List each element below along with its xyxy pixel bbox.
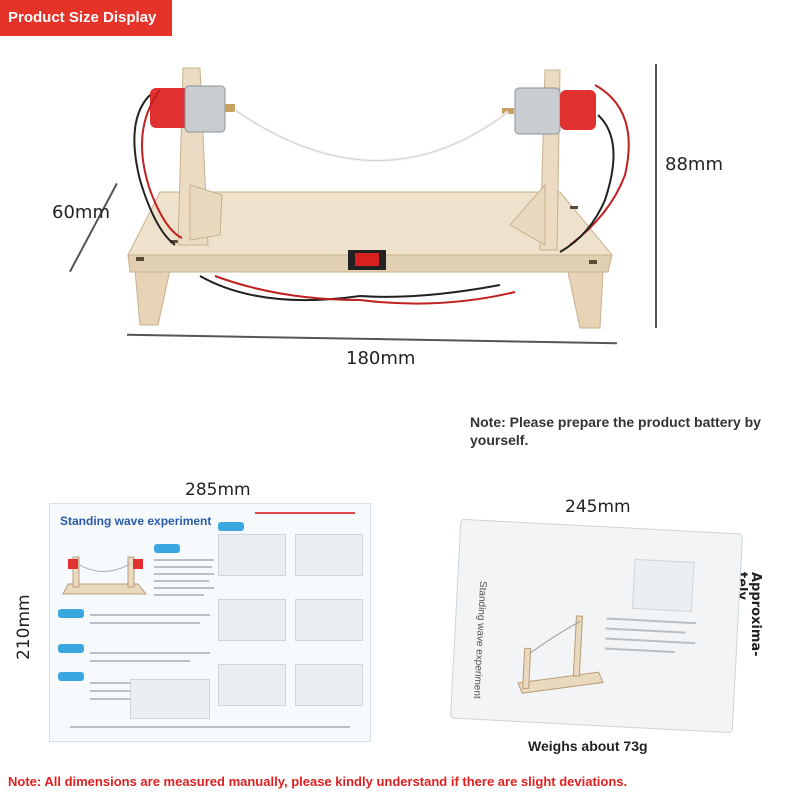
height-dimension-line: [655, 64, 657, 328]
text-line: [90, 690, 145, 692]
step-photo: [130, 679, 210, 719]
text-line: [606, 617, 697, 625]
bag-product-image: [517, 615, 604, 694]
text-line: [154, 594, 204, 596]
step-photo: [631, 558, 695, 612]
instruction-manual: Standing wave experiment: [49, 503, 371, 742]
step-tag: [154, 544, 180, 553]
switch-icon: [355, 253, 379, 266]
manual-title: Standing wave experiment: [60, 514, 212, 528]
text-line: [90, 614, 210, 616]
step-tag: [58, 609, 84, 618]
measurement-footnote: Note: All dimensions are measured manual…: [8, 774, 628, 789]
header-line: [255, 512, 355, 514]
text-line: [605, 627, 686, 634]
product-illustration: [127, 67, 630, 329]
text-line: [154, 580, 209, 582]
battery-note: Note: Please prepare the product battery…: [470, 414, 761, 448]
step-photo: [295, 664, 363, 706]
text-line: [90, 682, 150, 684]
step-photo: [295, 599, 363, 641]
text-line: [90, 622, 200, 624]
text-line: [154, 573, 214, 575]
bag-title: Standing wave experiment: [471, 580, 489, 699]
step-tag: [58, 644, 84, 653]
weight-label: Weighs about 73g: [528, 738, 648, 754]
manual-product-image: [62, 556, 148, 595]
step-tag: [58, 672, 84, 681]
step-tag: [218, 522, 244, 531]
text-line: [604, 647, 675, 654]
depth-dimension-label: 60mm: [52, 202, 110, 223]
step-photo: [218, 664, 286, 706]
text-line: [154, 559, 214, 561]
packaging-bag: Standing wave experiment: [449, 518, 744, 734]
product-size-banner: Product Size Display: [0, 0, 172, 36]
card-width-label: 285mm: [185, 480, 251, 500]
length-dimension-label: 180mm: [346, 348, 416, 369]
card-height-label: 210mm: [14, 594, 34, 660]
height-dimension-label: 88mm: [665, 154, 723, 175]
footer-line: [70, 726, 350, 728]
step-photo: [218, 534, 286, 576]
text-line: [154, 587, 214, 589]
step-photo: [218, 599, 286, 641]
text-line: [90, 698, 148, 700]
text-line: [154, 566, 212, 568]
text-line: [90, 660, 190, 662]
text-line: [90, 652, 210, 654]
bag-width-label: 245mm: [565, 497, 631, 517]
step-photo: [295, 534, 363, 576]
text-line: [605, 637, 696, 645]
